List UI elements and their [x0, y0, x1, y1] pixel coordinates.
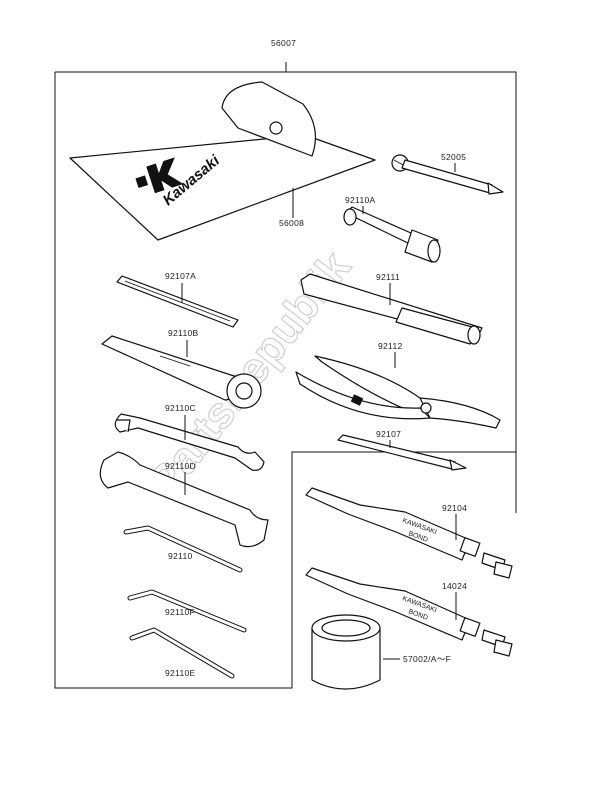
label-92110D: 92110D	[165, 461, 196, 471]
label-92110E: 92110E	[165, 668, 196, 678]
label-92104: 92104	[442, 503, 467, 513]
hex-key-92110	[123, 525, 243, 573]
screwdriver-bit-92107	[337, 434, 467, 471]
bond-tube-14024: KAWASAKI BOND	[305, 567, 513, 657]
label-92110C: 92110C	[165, 403, 196, 413]
label-92107A: 92107A	[165, 271, 196, 281]
canister-57002	[311, 614, 381, 690]
ring-spanner-92110B	[101, 335, 262, 409]
screwdriver-52005	[391, 154, 504, 195]
label-92111: 92111	[376, 272, 400, 282]
label-92110B: 92110B	[168, 328, 199, 338]
hex-key-92110F	[127, 589, 247, 633]
label-57002: 57002/A～F	[403, 654, 451, 664]
label-52005: 52005	[441, 152, 466, 162]
label-92110F: 92110F	[165, 607, 195, 617]
label-56008: 56008	[279, 218, 304, 228]
screwdriver-shaft-92107A	[116, 275, 239, 328]
kawasaki-logo	[135, 157, 184, 194]
label-92110A: 92110A	[345, 195, 376, 205]
pliers-92112	[295, 355, 501, 429]
label-92110: 92110	[168, 551, 193, 561]
hex-key-92110E	[129, 627, 235, 679]
open-spanner-92110C	[114, 413, 265, 471]
label-92107: 92107	[376, 429, 401, 439]
label-14024: 14024	[442, 581, 467, 591]
tool-bag: Kawasaki	[69, 81, 376, 241]
assembly-bracket	[54, 62, 517, 689]
label-56007: 56007	[271, 38, 296, 48]
label-92112: 92112	[378, 341, 403, 351]
open-spanner-92110D	[99, 451, 269, 548]
box-spanner-92110A	[343, 206, 441, 263]
pouch-92111	[300, 273, 483, 345]
bond-tube-92104: KAWASAKI BOND	[305, 487, 513, 579]
